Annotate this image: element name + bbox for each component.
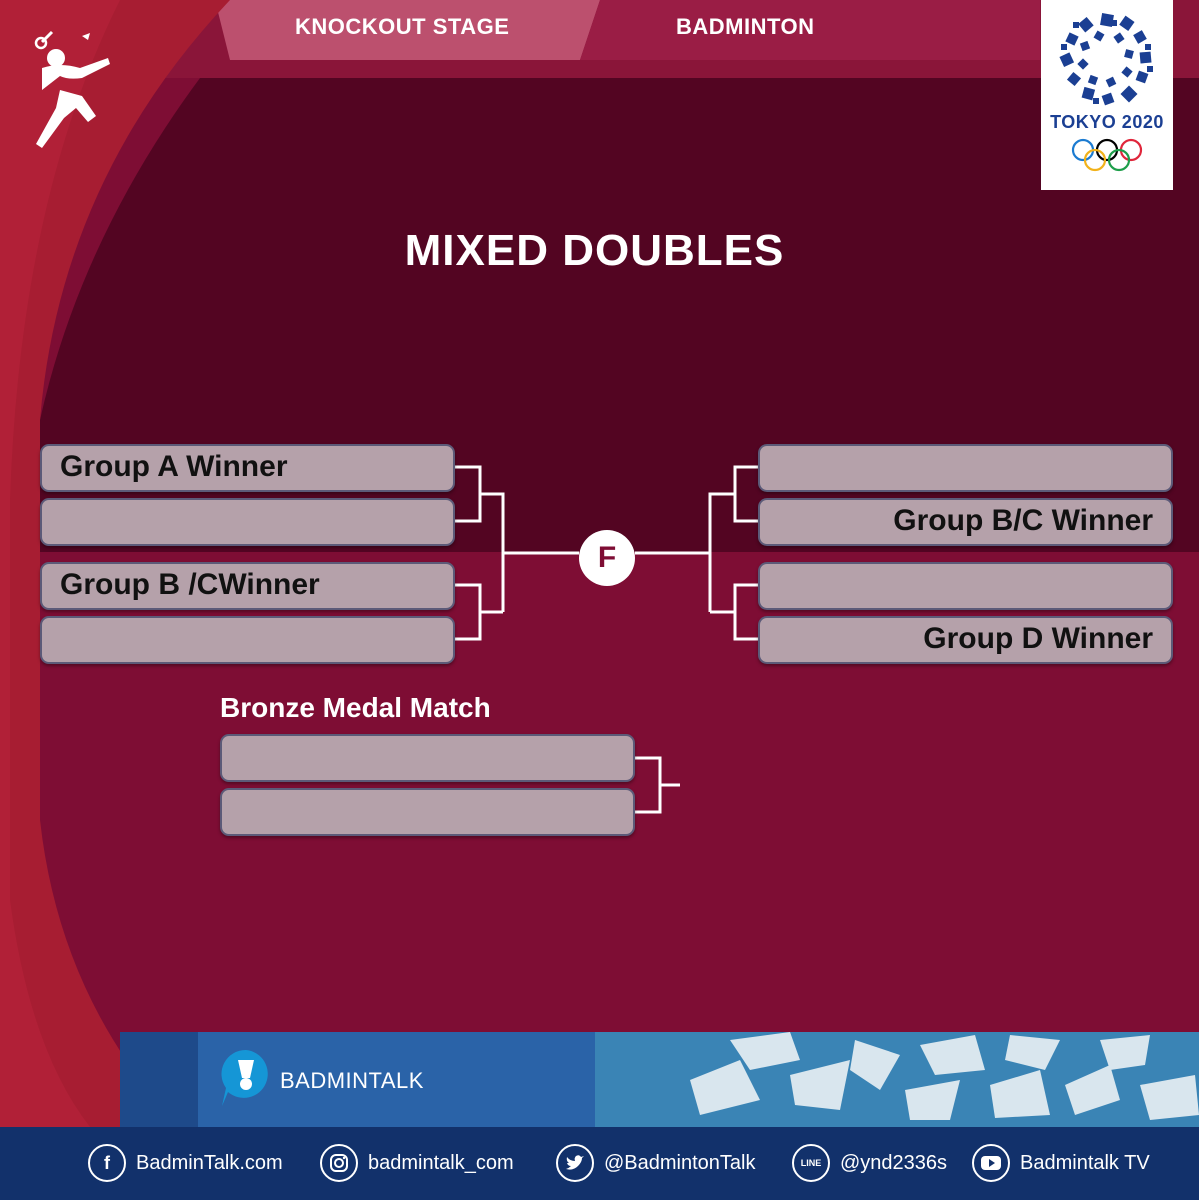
social-youtube-text: Badmintalk TV xyxy=(1020,1151,1150,1174)
line-icon: LINE xyxy=(792,1144,830,1182)
social-twitter-text: @BadmintonTalk xyxy=(604,1151,756,1174)
page-title: MIXED DOUBLES xyxy=(404,226,785,275)
bracket-slot-right-3 xyxy=(758,562,1173,610)
bronze-medal-label: Bronze Medal Match xyxy=(220,692,491,723)
social-instagram[interactable]: badmintalk_com xyxy=(320,1138,514,1188)
olympic-rings xyxy=(1071,138,1143,172)
social-facebook-text: BadminTalk.com xyxy=(136,1151,283,1174)
shuttlecock-bubble-icon xyxy=(221,1049,268,1106)
instagram-icon xyxy=(320,1144,358,1182)
badmintalk-logo-text: BADMINTALK xyxy=(280,1068,424,1093)
social-line[interactable]: LINE @ynd2336s xyxy=(792,1138,947,1188)
youtube-icon xyxy=(972,1144,1010,1182)
tokyo-2020-emblem xyxy=(1059,13,1153,106)
social-twitter[interactable]: @BadmintonTalk xyxy=(556,1138,755,1188)
bracket-slot-right-2: Group B/C Winner xyxy=(758,498,1173,546)
bronze-slot-1 xyxy=(220,734,635,782)
bracket-slot-right-4: Group D Winner xyxy=(758,616,1173,664)
social-youtube[interactable]: Badmintalk TV xyxy=(972,1138,1150,1188)
badminton-player-icon xyxy=(34,30,110,148)
tab-knockout-stage[interactable]: KNOCKOUT STAGE xyxy=(295,14,510,39)
bracket-slot-left-1: Group A Winner xyxy=(40,444,455,492)
social-facebook[interactable]: f BadminTalk.com xyxy=(88,1138,283,1188)
bronze-slot-2 xyxy=(220,788,635,836)
bracket-slot-left-2 xyxy=(40,498,455,546)
social-line-text: @ynd2336s xyxy=(840,1151,948,1174)
bracket-slot-left-4 xyxy=(40,616,455,664)
bracket-slot-left-3: Group B /CWinner xyxy=(40,562,455,610)
tab-badminton[interactable]: BADMINTON xyxy=(676,14,815,39)
facebook-icon: f xyxy=(88,1144,126,1182)
tokyo-2020-text: TOKYO 2020 xyxy=(1050,112,1164,132)
twitter-icon xyxy=(556,1144,594,1182)
social-instagram-text: badmintalk_com xyxy=(368,1151,514,1174)
bracket-slot-right-1 xyxy=(758,444,1173,492)
final-badge: F xyxy=(579,530,635,586)
tokyo-2020-logo: TOKYO 2020 xyxy=(1041,0,1173,190)
